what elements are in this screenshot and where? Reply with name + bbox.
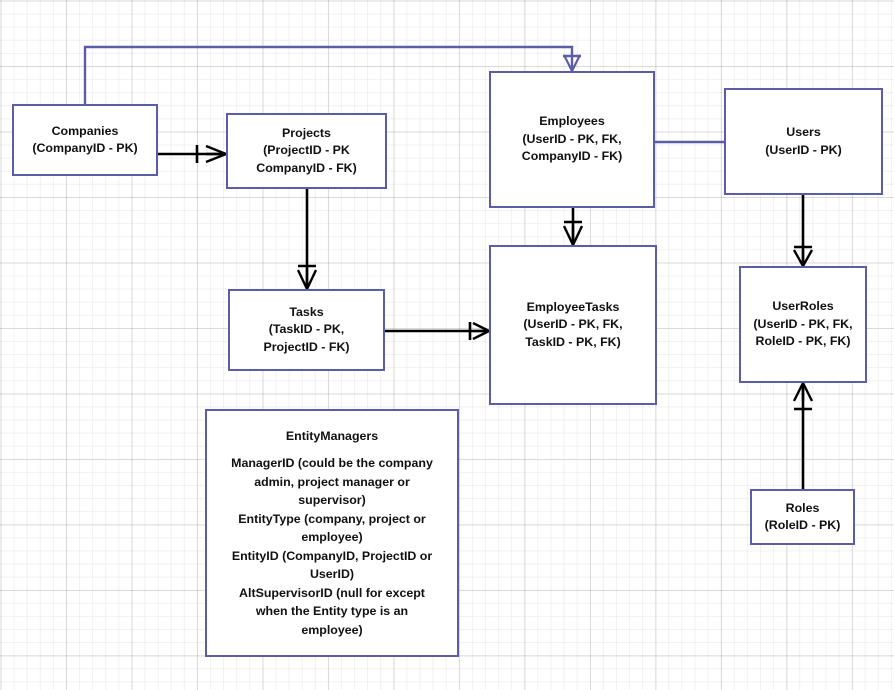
connector-employees-employeetasks xyxy=(562,208,584,246)
entity-entitymanagers-line-1 xyxy=(211,445,453,454)
entity-roles-line-1: (RoleID - PK) xyxy=(764,518,841,532)
entity-projects[interactable]: Projects (ProjectID - PK CompanyID - FK) xyxy=(226,113,387,189)
entity-employeetasks[interactable]: EmployeeTasks (UserID - PK, FK, TaskID -… xyxy=(489,245,657,405)
entity-users-line-0: Users xyxy=(786,125,821,139)
entity-employeetasks-lines: EmployeeTasks (UserID - PK, FK, TaskID -… xyxy=(491,299,655,352)
entity-userroles-line-1: (UserID - PK, FK, xyxy=(753,316,853,331)
entity-roles[interactable]: Roles (RoleID - PK) xyxy=(750,489,855,545)
entity-entitymanagers-line-4: supervisor) xyxy=(298,493,366,508)
entity-companies-lines: Companies (CompanyID - PK) xyxy=(14,123,156,158)
entity-entitymanagers-line-8: UserID) xyxy=(309,567,355,582)
entity-users[interactable]: Users (UserID - PK) xyxy=(724,88,883,195)
entity-tasks-line-0: Tasks xyxy=(289,304,324,319)
entity-entitymanagers-line-9: AltSupervisorID (null for except xyxy=(239,585,425,600)
connector-users-userroles xyxy=(792,195,814,267)
entity-employees-line-2: CompanyID - FK) xyxy=(521,149,623,164)
entity-projects-lines: Projects (ProjectID - PK CompanyID - FK) xyxy=(228,125,385,178)
entity-entitymanagers-line-10: when the Entity type is an xyxy=(255,604,409,619)
entity-employees-lines: Employees (UserID - PK, FK, CompanyID - … xyxy=(491,113,653,166)
entity-companies-line-0: Companies xyxy=(51,123,119,138)
entity-tasks-lines: Tasks (TaskID - PK, ProjectID - FK) xyxy=(230,304,383,357)
entity-roles-line-0: Roles xyxy=(785,500,820,515)
entity-employees-line-1: (UserID - PK, FK, xyxy=(522,131,622,146)
entity-roles-lines: Roles (RoleID - PK) xyxy=(752,500,853,535)
entity-users-lines: Users (UserID - PK) xyxy=(726,124,881,159)
entity-entitymanagers-line-11: employee) xyxy=(301,622,363,637)
entity-entitymanagers-line-2: ManagerID (could be the company xyxy=(231,456,433,471)
connector-roles-userroles xyxy=(792,382,814,489)
entity-employeetasks-line-2: TaskID - PK, FK) xyxy=(525,334,621,349)
entity-entitymanagers-line-0: EntityManagers xyxy=(285,428,379,443)
entity-userroles-line-0: UserRoles xyxy=(772,299,834,314)
entity-entitymanagers-lines: EntityManagers ManagerID (could be the c… xyxy=(207,427,457,640)
entity-tasks-line-1: (TaskID - PK, xyxy=(268,322,345,337)
entity-projects-line-1: (ProjectID - PK xyxy=(263,143,350,158)
entity-employees-line-0: Employees xyxy=(539,114,605,129)
entity-userroles-lines: UserRoles (UserID - PK, FK, RoleID - PK,… xyxy=(741,298,865,351)
connector-projects-tasks xyxy=(296,189,318,290)
entity-companies-line-1: (CompanyID - PK) xyxy=(32,141,138,155)
connector-companies-projects xyxy=(158,144,227,164)
entity-users-line-1: (UserID - PK) xyxy=(765,142,842,157)
connector-tasks-employeetasks xyxy=(385,321,490,341)
entity-userroles-line-2: RoleID - PK, FK) xyxy=(755,334,851,349)
entity-employeetasks-line-0: EmployeeTasks xyxy=(526,299,620,314)
entity-entitymanagers-line-7: EntityID (CompanyID, ProjectID or xyxy=(231,548,433,563)
entity-entitymanagers[interactable]: EntityManagers ManagerID (could be the c… xyxy=(205,409,459,657)
entity-projects-line-0: Projects xyxy=(282,125,331,140)
entity-entitymanagers-line-5: EntityType (company, project or xyxy=(238,511,426,526)
entity-employeetasks-line-1: (UserID - PK, FK, xyxy=(523,317,623,332)
entity-companies[interactable]: Companies (CompanyID - PK) xyxy=(12,104,158,176)
entity-employees[interactable]: Employees (UserID - PK, FK, CompanyID - … xyxy=(489,71,655,208)
entity-entitymanagers-line-3: admin, project manager or xyxy=(254,474,410,489)
entity-entitymanagers-line-6: employee) xyxy=(301,530,363,545)
entity-userroles[interactable]: UserRoles (UserID - PK, FK, RoleID - PK,… xyxy=(739,266,867,383)
entity-tasks[interactable]: Tasks (TaskID - PK, ProjectID - FK) xyxy=(228,289,385,371)
entity-tasks-line-2: ProjectID - FK) xyxy=(263,339,350,354)
entity-projects-line-2: CompanyID - FK) xyxy=(256,160,357,175)
